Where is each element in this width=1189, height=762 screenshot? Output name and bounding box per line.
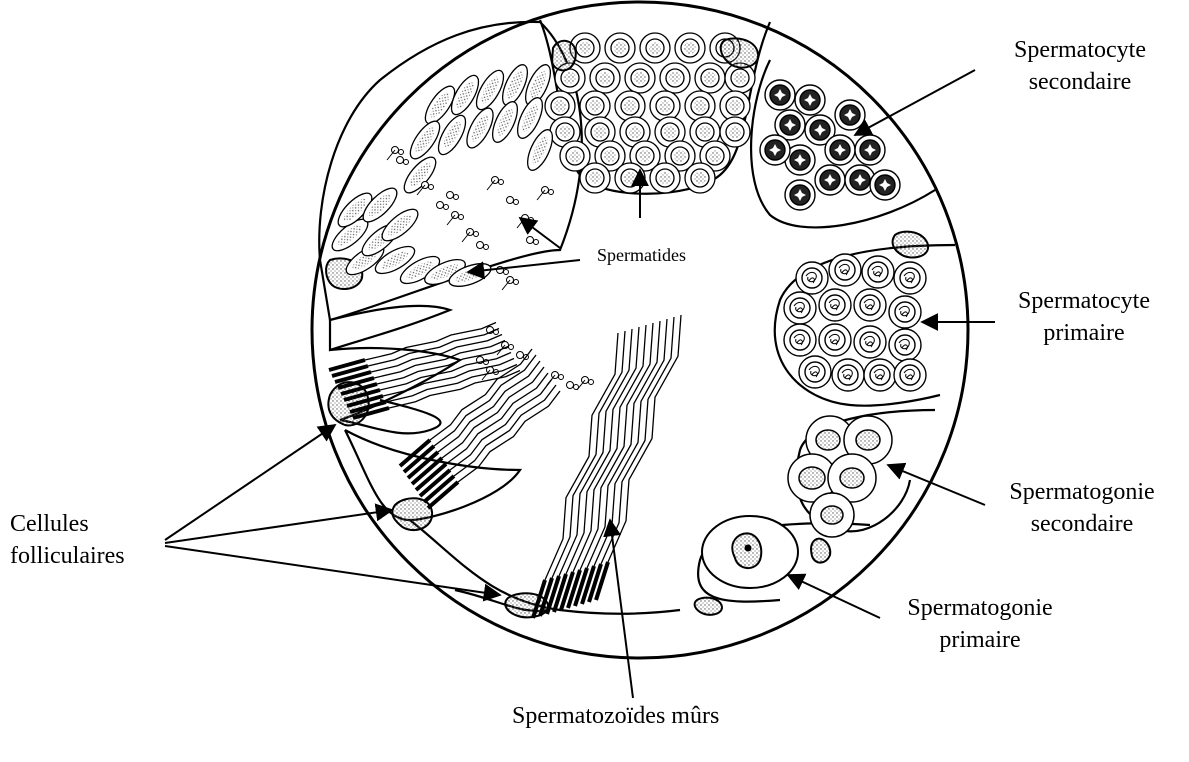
spermatocyte-secondaire-cell	[870, 170, 900, 200]
spermatocyte-primaire-cell	[854, 326, 886, 358]
spermatocyte-primaire-cell	[894, 262, 926, 294]
spermatocyte-primaire-cell	[832, 359, 864, 391]
spermatocyte-secondaire-cell	[760, 135, 790, 165]
label-cellules-folliculaires: Cellules folliculaires	[10, 508, 125, 572]
label-spermatogonie-secondaire: Spermatogonie secondaire	[986, 476, 1178, 540]
label-line-2: secondaire	[1000, 66, 1160, 98]
spermatid-cell	[590, 63, 620, 93]
label-line-1: Spermatogonie	[986, 476, 1178, 508]
spermatocyte-secondaire-cell	[855, 135, 885, 165]
spermatocyte-primaire-cell	[819, 324, 851, 356]
spermatid-cell	[605, 33, 635, 63]
label-spermatozoides: Spermatozoïdes mûrs	[512, 700, 719, 732]
label-spermatocyte-primaire: Spermatocyte primaire	[996, 285, 1172, 349]
label-line-1: Spermatogonie	[887, 592, 1073, 624]
spermatid-cell	[650, 91, 680, 121]
spermatid-cell	[580, 91, 610, 121]
spermatocyte-primaire-cell	[889, 296, 921, 328]
spermatocyte-secondaire-cell	[835, 100, 865, 130]
spermatid-cell	[675, 33, 705, 63]
spermatocyte-primaire-cell	[784, 324, 816, 356]
spermatid-cell	[625, 63, 655, 93]
label-line-1: Spermatocyte	[996, 285, 1172, 317]
spermatocyte-primaire-cell	[829, 254, 861, 286]
arrow-follicular-2	[165, 510, 392, 543]
spermatid-cell	[615, 91, 645, 121]
spermatocyte-primaire-cell	[889, 329, 921, 361]
spermatocyte-secondaire-cell	[785, 180, 815, 210]
spermatid-cell	[545, 91, 575, 121]
spermatid-cell	[695, 63, 725, 93]
label-line-2: folliculaires	[10, 540, 125, 572]
spermatocyte-secondaire-cell	[765, 80, 795, 110]
spermatocyte-secondaire-cell	[815, 165, 845, 195]
label-spermatides: Spermatides	[597, 244, 686, 266]
spermatid-cell	[685, 91, 715, 121]
spermatocyte-primaire-cell	[784, 292, 816, 324]
spermatocyte-secondaire-cell	[825, 135, 855, 165]
label-spermatocyte-secondaire: Spermatocyte secondaire	[1000, 34, 1160, 98]
spermatocyte-primaire-cell	[894, 359, 926, 391]
spermatocyte-primaire-cell	[862, 256, 894, 288]
spermatid-cell	[720, 117, 750, 147]
label-line-2: secondaire	[986, 508, 1178, 540]
spermatocyte-primaire-cell	[819, 289, 851, 321]
spermatocyte-secondaire-cell	[795, 85, 825, 115]
spermatid-cell	[580, 163, 610, 193]
label-line-1: Cellules	[10, 508, 125, 540]
label-line-2: primaire	[996, 317, 1172, 349]
spermatocyte-primaire-cell	[799, 356, 831, 388]
spermatogonie-primaire-cell	[702, 516, 798, 588]
label-spermatogonie-primaire: Spermatogonie primaire	[887, 592, 1073, 656]
label-line-1: Spermatocyte	[1000, 34, 1160, 66]
label-line-2: primaire	[887, 624, 1073, 656]
spermatid-cell	[650, 163, 680, 193]
spermatid-cell	[685, 163, 715, 193]
spermatocyte-primaire-cell	[854, 289, 886, 321]
spermatocyte-primaire-cell	[864, 359, 896, 391]
spermatid-cell	[660, 63, 690, 93]
spermatid-cell	[640, 33, 670, 63]
spermatocyte-primaire-cell	[796, 262, 828, 294]
